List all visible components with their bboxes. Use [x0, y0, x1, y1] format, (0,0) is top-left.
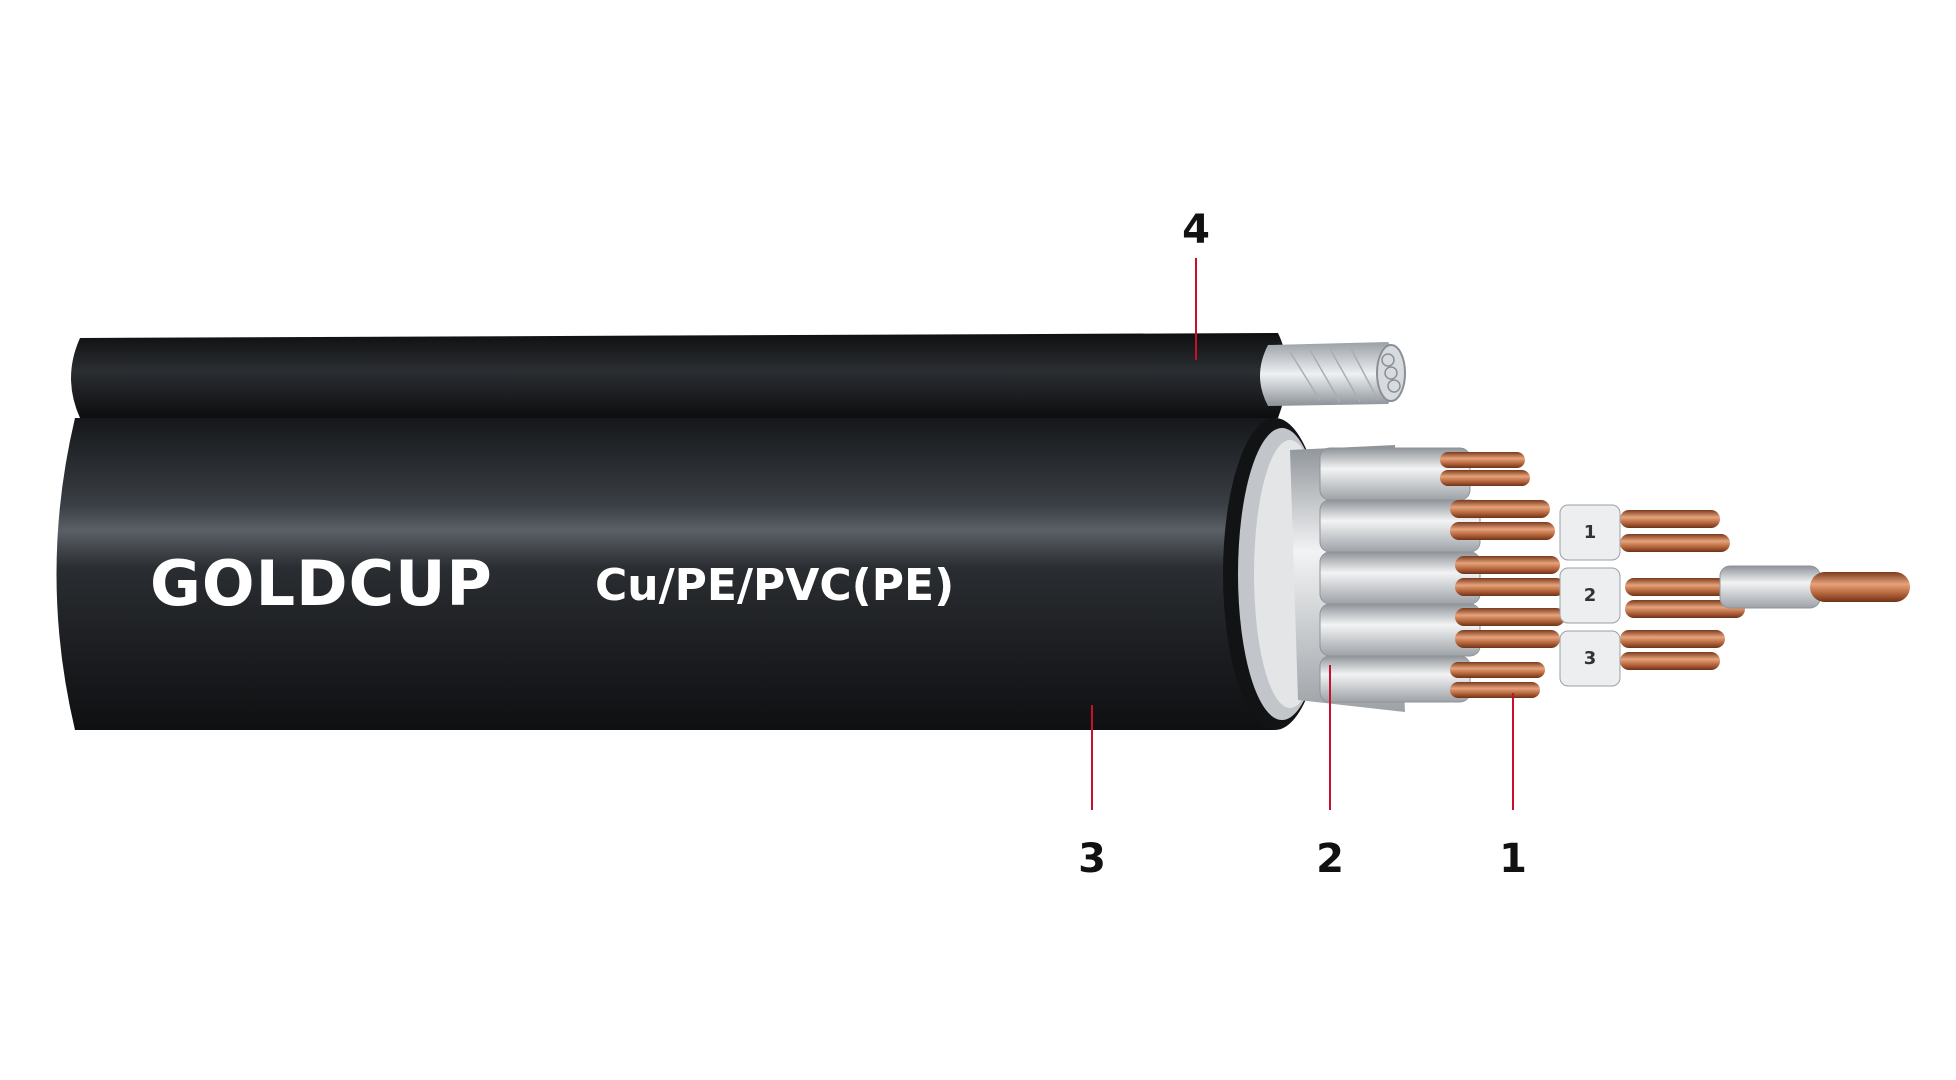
messenger-steel-strand — [1260, 342, 1406, 406]
brand-name: GOLDCUP — [150, 547, 493, 620]
pair-marker-3: 3 — [1584, 648, 1597, 669]
leader-lines — [1091, 258, 1514, 810]
callout-3: 3 — [1078, 836, 1106, 882]
pair-markers: 1 2 3 — [1559, 504, 1621, 687]
callout-2: 2 — [1316, 836, 1344, 882]
pair-marker-2: 2 — [1584, 585, 1597, 606]
callout-1: 1 — [1499, 836, 1527, 882]
cable-spec: Cu/PE/PVC(PE) — [595, 560, 954, 611]
callout-4: 4 — [1182, 207, 1210, 253]
insulated-cores — [1290, 445, 1481, 712]
messenger-sheath — [71, 333, 1287, 418]
copper-conductors — [1440, 452, 1910, 698]
pair-marker-1: 1 — [1584, 522, 1597, 543]
